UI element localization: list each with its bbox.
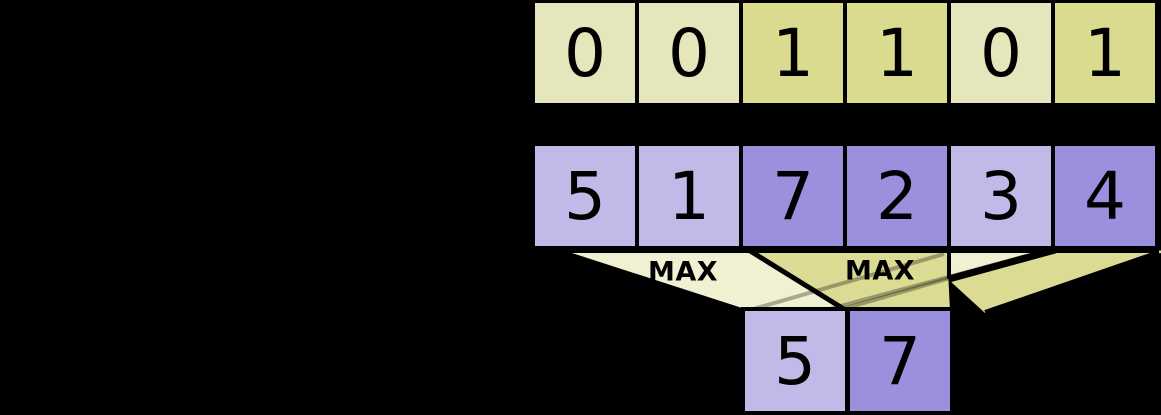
funnel-edge <box>552 247 746 313</box>
value-cell: 2 <box>847 146 947 246</box>
value-cell: 5 <box>535 146 635 246</box>
funnel-edge <box>948 246 1056 283</box>
mask-cell: 0 <box>535 3 635 103</box>
value-cell: 3 <box>951 146 1051 246</box>
max-operation-label: MAX <box>844 255 916 287</box>
value-cell: 1 <box>639 146 739 246</box>
crossing-stripe <box>749 252 945 312</box>
funnel-edge <box>745 246 849 314</box>
funnel-edge <box>984 250 1160 314</box>
mask-cell: 1 <box>743 3 843 103</box>
mask-cell: 1 <box>847 3 947 103</box>
output-cell: 5 <box>741 307 849 415</box>
value-row: 5 1 7 2 3 4 <box>531 143 1159 253</box>
value-cell: 4 <box>1055 146 1155 246</box>
mask-cell: 1 <box>1055 3 1155 103</box>
value-cell: 7 <box>743 146 843 246</box>
mask-cell: 0 <box>951 3 1051 103</box>
mask-row: 0 0 1 1 0 1 <box>531 0 1159 107</box>
max-operation-label: MAX <box>647 256 719 288</box>
output-cell: 7 <box>846 307 954 415</box>
stream-from-cell-4 <box>950 249 1161 313</box>
funnel-left <box>553 249 845 311</box>
funnel-middle <box>747 249 950 311</box>
mask-cell: 0 <box>639 3 739 103</box>
